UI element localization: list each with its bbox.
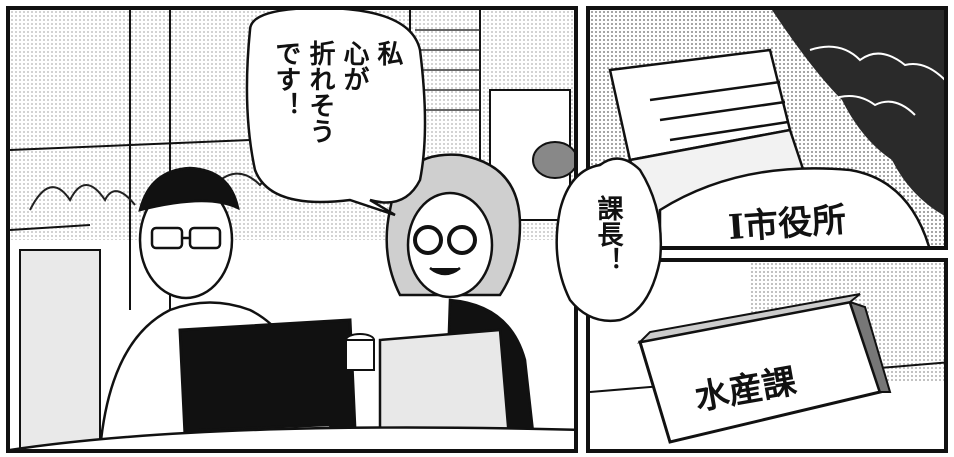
city-hall-exterior-panel: I市役所 <box>586 6 948 250</box>
speech-line-4: です！ <box>271 40 301 118</box>
speech-line-2: 心が <box>339 40 369 92</box>
woman-figure <box>378 153 537 449</box>
center-bubble-text: 課長！ <box>593 195 623 273</box>
department-sign-art <box>590 293 944 444</box>
speech-line-3: 折れそう <box>305 40 335 144</box>
city-hall-sign: I市役所 <box>726 199 848 249</box>
office-panel: 私 心が 折れそう です！ <box>6 6 578 453</box>
city-hall-building-art <box>608 10 944 246</box>
speech-bubble-shape <box>245 10 427 217</box>
office-scene-art <box>10 10 574 449</box>
speech-line-1: 私 <box>373 40 403 66</box>
department-sign-panel: 水産課 <box>586 258 948 453</box>
